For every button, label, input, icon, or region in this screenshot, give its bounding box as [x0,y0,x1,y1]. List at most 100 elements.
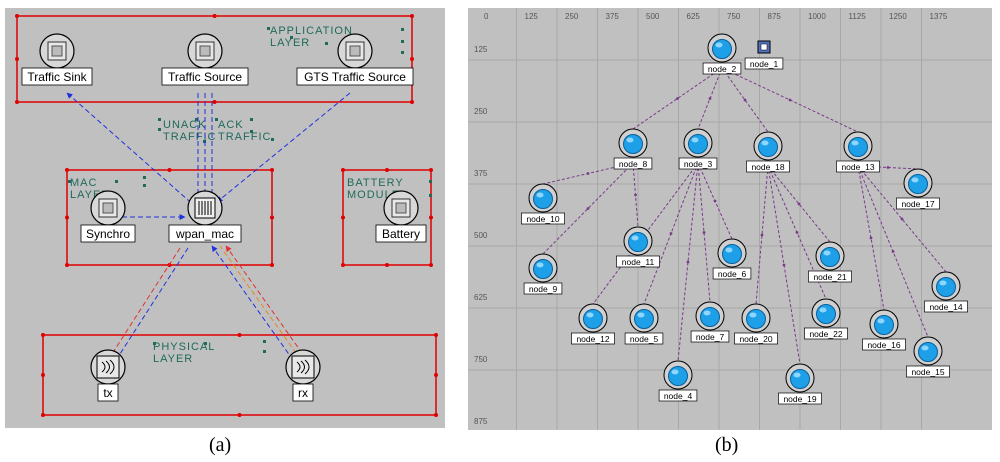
node-label: node_14 [929,302,962,312]
node-icon [874,315,894,335]
network-node-node-15[interactable]: node_15 [906,336,950,378]
node-label: node_19 [783,394,816,404]
network-node-node-10[interactable]: node_10 [521,183,565,225]
node-label: node_18 [751,162,784,172]
node-label: node_7 [696,332,725,342]
network-node-node-14[interactable]: node_14 [924,271,968,313]
stream-gts-to-mac [216,92,351,203]
module-label: wpan_mac [175,227,234,241]
module-label: rx [298,386,308,400]
tree-link [767,165,831,243]
node-icon [533,189,553,209]
packet-streams [66,92,351,369]
x-tick-label: 250 [565,12,579,21]
network-node-node-18[interactable]: node_18 [746,131,790,173]
y-tick-label: 125 [474,45,488,54]
network-node-node-11[interactable]: node_11 [616,226,660,268]
node-icon [722,244,742,264]
node-icon [634,309,654,329]
node-icon [908,174,928,194]
module-label: tx [103,386,112,400]
node-label: node_3 [684,159,713,169]
network-node-node-1[interactable]: node_1 [744,40,784,70]
processor-icon [391,198,411,218]
node-label: node_2 [708,64,737,74]
network-node-node-22[interactable]: node_22 [804,298,848,340]
network-node-node-17[interactable]: node_17 [896,168,940,210]
node-icon [918,342,938,362]
network-node-node-19[interactable]: node_19 [778,363,822,405]
processor-icon [47,41,67,61]
y-tick-label: 375 [474,169,488,178]
node-label: node_8 [619,159,648,169]
tree-link [632,67,723,130]
node-label: node_16 [867,340,900,350]
network-node-node-12[interactable]: node_12 [571,303,615,345]
node-icon [628,232,648,252]
x-tick-label: 1000 [808,12,826,21]
x-tick-label: 500 [646,12,660,21]
node-label: node_11 [622,257,655,267]
network-node-node-7[interactable]: node_7 [690,301,730,343]
x-tick-label: 1250 [889,12,907,21]
module-tx[interactable]: tx [90,349,126,402]
module-traffic-sink[interactable]: Traffic Sink [21,33,93,86]
network-node-node-21[interactable]: node_21 [808,241,852,283]
network-node-node-3[interactable]: node_3 [678,128,718,170]
queue-icon [194,197,216,219]
processor-icon [98,198,118,218]
tree-link [721,67,769,133]
node-label: node_9 [529,284,558,294]
network-node-node-6[interactable]: node_6 [712,238,752,280]
tree-link [857,165,947,273]
network-node-node-4[interactable]: node_4 [658,360,698,402]
node-icon [712,39,732,59]
module-traffic-source[interactable]: Traffic Source [161,33,249,86]
module-label: GTS Traffic Source [304,70,406,84]
network-node-node-20[interactable]: node_20 [734,303,778,345]
stream-mac-to-sink [66,92,198,209]
network-node-node-5[interactable]: node_5 [624,303,664,345]
module-battery[interactable]: Battery [375,190,427,243]
x-tick-label: 750 [727,12,741,21]
network-node-node-9[interactable]: node_9 [523,253,563,295]
node-label: node_17 [901,199,934,209]
node-icon [816,304,836,324]
node-icon [533,259,553,279]
node-icon [583,309,603,329]
module-label: Battery [382,227,420,241]
module-label: Traffic Source [168,70,242,84]
receiver-icon [291,355,315,379]
node-icon [820,247,840,267]
node-label: node_5 [630,334,659,344]
module-wpan-mac[interactable]: wpan_mac [168,190,242,243]
module-synchro[interactable]: Synchro [80,190,136,243]
node-label: node_6 [718,269,747,279]
caption-a: (a) [209,434,232,456]
node-label: node_22 [809,329,842,339]
module-rx[interactable]: rx [285,349,321,402]
stream-rx-to-mac-orange [219,245,302,361]
x-tick-label: 0 [484,12,489,21]
x-tick-label: 375 [606,12,620,21]
stream-rx-to-mac-blue [211,245,294,361]
x-tick-label: 125 [525,12,539,21]
network-node-node-16[interactable]: node_16 [862,309,906,351]
processor-icon [195,41,215,61]
module-label: Synchro [86,227,130,241]
tree-link [677,162,699,362]
tree-link [542,162,634,255]
module-label: Traffic Sink [27,70,87,84]
y-tick-label: 250 [474,107,488,116]
x-tick-label: 625 [687,12,701,21]
module-gts-traffic-source[interactable]: GTS Traffic Source [296,33,414,86]
transmitter-icon [96,355,120,379]
node-icon [688,134,708,154]
network-node-node-2[interactable]: node_2 [702,33,742,75]
network-node-node-8[interactable]: node_8 [613,128,653,170]
network-node-node-13[interactable]: node_13 [836,131,880,173]
